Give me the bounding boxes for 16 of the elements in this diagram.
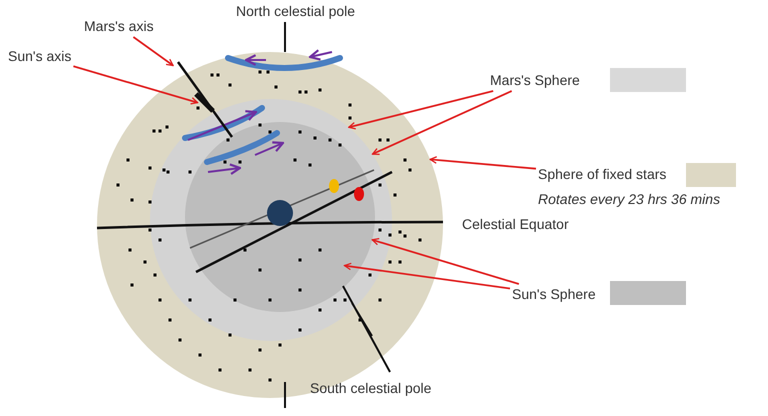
leader-arrow: [372, 238, 520, 285]
leader-arrow: [73, 65, 198, 105]
label-text: Celestial Equator: [462, 216, 569, 233]
sphere-label: Sphere of fixed stars: [538, 166, 666, 183]
leader-arrow: [372, 90, 512, 155]
label-text: North celestial pole: [236, 3, 356, 20]
leader-arrow: [132, 36, 174, 66]
label-text: South celestial pole: [310, 380, 432, 397]
leader-arrow: [429, 156, 536, 170]
leader-arrow: [344, 262, 510, 290]
axis-label: Mars's axis: [84, 18, 154, 35]
leader-arrow: [348, 90, 494, 130]
axis-label: Sun's axis: [8, 48, 72, 65]
sphere-label: Sun's Sphere: [512, 286, 596, 303]
sphere-label: Mars's Sphere: [490, 72, 580, 89]
note-text: Rotates every 23 hrs 36 mins: [538, 191, 720, 208]
